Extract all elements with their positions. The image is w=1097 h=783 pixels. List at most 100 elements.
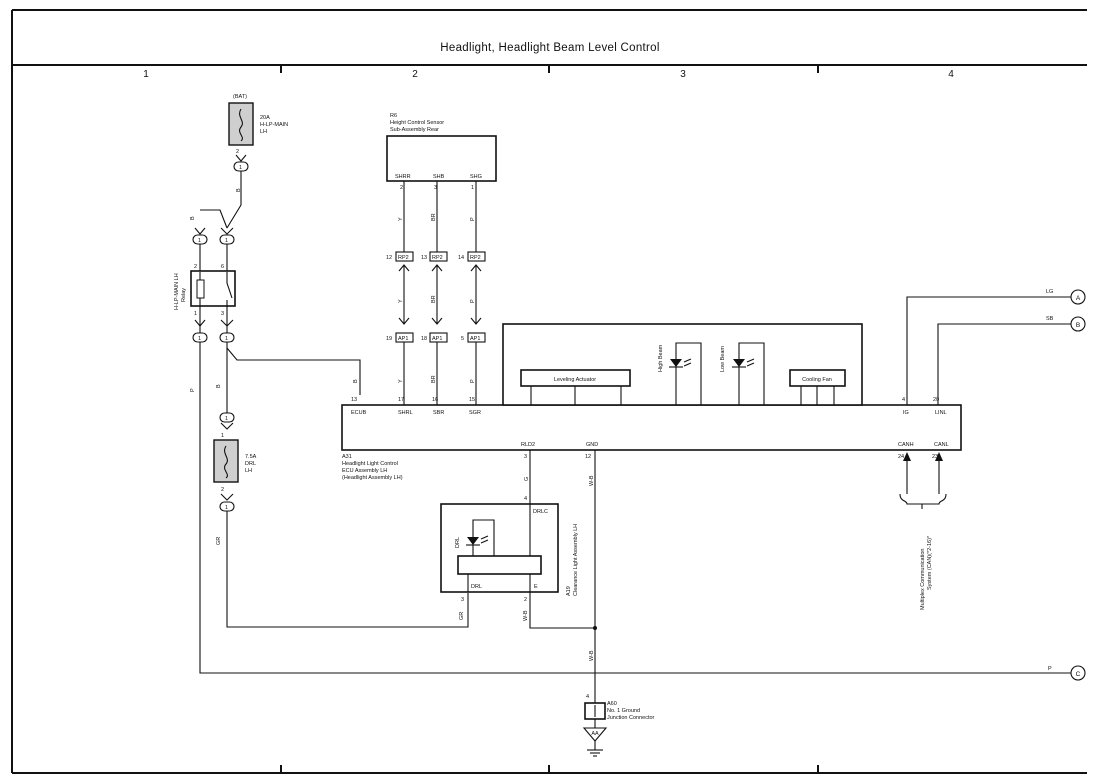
ground-junction-connector: 4 A60 No. 1 Ground Junction Connector AA (582, 694, 655, 757)
svg-text:12: 12 (386, 255, 392, 261)
svg-text:E: E (534, 584, 538, 590)
svg-text:1: 1 (225, 416, 228, 422)
svg-text:B: B (1076, 322, 1080, 329)
svg-text:A31: A31 (342, 454, 352, 460)
svg-text:20: 20 (933, 397, 939, 403)
svg-text:H-LP-MAIN LH: H-LP-MAIN LH (174, 273, 180, 310)
svg-text:2: 2 (400, 185, 403, 191)
svg-text:BR: BR (431, 375, 437, 383)
svg-text:12: 12 (585, 454, 591, 460)
svg-text:13: 13 (351, 397, 357, 403)
offpage-connector-a: A (1070, 289, 1086, 305)
svg-text:17: 17 (398, 397, 404, 403)
low-beam-led: Low Beam (720, 342, 765, 405)
svg-text:24: 24 (898, 454, 904, 460)
clearance-light-assembly: 4 DRLC DRL DRL E 3 2 A19 Clearance Light… (440, 496, 579, 603)
svg-text:4: 4 (586, 694, 589, 700)
svg-text:DRL: DRL (245, 461, 256, 467)
svg-text:P: P (470, 299, 476, 303)
svg-text:2: 2 (524, 597, 527, 603)
svg-text:DRLC: DRLC (533, 509, 548, 515)
column-number-4: 4 (948, 69, 954, 80)
svg-text:P: P (1048, 666, 1052, 672)
column-number-3: 3 (680, 69, 686, 80)
svg-text:LINL: LINL (935, 410, 947, 416)
svg-text:14: 14 (458, 255, 464, 261)
svg-text:1: 1 (471, 185, 474, 191)
svg-text:CANH: CANH (898, 442, 914, 448)
frame (11, 9, 1087, 774)
svg-text:1: 1 (225, 505, 228, 511)
svg-text:B: B (216, 384, 222, 388)
svg-text:Leveling Actuator: Leveling Actuator (554, 377, 596, 383)
svg-text:Sub-Assembly Rear: Sub-Assembly Rear (390, 127, 439, 133)
svg-text:SHG: SHG (470, 174, 482, 180)
svg-text:23: 23 (932, 454, 938, 460)
svg-text:4: 4 (902, 397, 905, 403)
svg-text:IG: IG (903, 410, 909, 416)
svg-text:Headlight Light Control: Headlight Light Control (342, 461, 398, 467)
diagram-title: Headlight, Headlight Beam Level Control (440, 42, 659, 54)
svg-text:2: 2 (221, 487, 224, 493)
svg-text:1: 1 (225, 336, 228, 342)
cooling-fan: Cooling Fan (789, 369, 846, 405)
svg-text:1: 1 (239, 165, 242, 171)
svg-text:Junction Connector: Junction Connector (607, 715, 655, 721)
svg-text:Multiplex Communication: Multiplex Communication (920, 549, 926, 610)
svg-text:18: 18 (421, 336, 427, 342)
svg-text:DRL: DRL (471, 584, 482, 590)
connector-ap1-group: 19 AP1 18 AP1 5 AP1 (386, 332, 486, 343)
height-control-sensor: R6 Height Control Sensor Sub-Assembly Re… (386, 113, 497, 191)
svg-text:P: P (190, 388, 196, 392)
high-beam-led: High Beam (658, 342, 702, 405)
svg-text:Cooling Fan: Cooling Fan (802, 377, 832, 383)
svg-text:Y: Y (398, 379, 404, 383)
svg-text:A: A (1076, 295, 1081, 302)
svg-text:1: 1 (198, 238, 201, 244)
offpage-connector-c: C (1070, 665, 1086, 681)
svg-text:GND: GND (586, 442, 598, 448)
svg-text:System (CAN)(*2-16)*: System (CAN)(*2-16)* (927, 535, 933, 590)
svg-text:RP2: RP2 (432, 255, 443, 261)
svg-text:GR: GR (459, 612, 465, 620)
svg-text:SHB: SHB (433, 174, 445, 180)
svg-text:20A: 20A (260, 115, 270, 121)
svg-text:4: 4 (524, 496, 527, 502)
svg-text:LH: LH (260, 129, 267, 135)
fuse-20a-h-lp-main: (BAT) 20A H-LP-MAIN LH 2 1 (228, 94, 288, 172)
svg-text:15: 15 (469, 397, 475, 403)
svg-text:Height Control Sensor: Height Control Sensor (390, 120, 444, 126)
svg-text:W-B: W-B (589, 475, 595, 486)
svg-text:2: 2 (236, 149, 239, 155)
svg-text:CANL: CANL (934, 442, 949, 448)
svg-text:2: 2 (194, 264, 197, 270)
svg-text:RP2: RP2 (398, 255, 409, 261)
svg-text:1: 1 (221, 433, 224, 439)
svg-text:C: C (1076, 671, 1081, 678)
svg-text:16: 16 (432, 397, 438, 403)
svg-text:3: 3 (461, 597, 464, 603)
svg-text:ECUB: ECUB (351, 410, 367, 416)
svg-text:BR: BR (431, 295, 437, 303)
svg-text:ECU Assembly LH: ECU Assembly LH (342, 468, 387, 474)
svg-text:Relay: Relay (181, 288, 187, 302)
svg-text:B: B (236, 188, 242, 192)
svg-text:19: 19 (386, 336, 392, 342)
svg-text:AP1: AP1 (398, 336, 408, 342)
svg-text:Clearance Light Assembly LH: Clearance Light Assembly LH (573, 524, 579, 596)
multiplex-can-bus: Multiplex Communication System (CAN)(*2-… (899, 452, 947, 610)
svg-text:A19: A19 (566, 586, 572, 596)
ecu-headlight-light-control: 13 17 16 15 4 20 ECUB SHRL SBR SGR IG LI… (341, 323, 962, 481)
svg-text:LG: LG (1046, 289, 1053, 295)
svg-text:AP1: AP1 (432, 336, 442, 342)
svg-text:RLD2: RLD2 (521, 442, 535, 448)
svg-text:3: 3 (434, 185, 437, 191)
svg-text:SB: SB (1046, 316, 1054, 322)
svg-text:3: 3 (524, 454, 527, 460)
svg-text:Low Beam: Low Beam (720, 346, 726, 372)
svg-text:5: 5 (461, 336, 464, 342)
svg-text:1: 1 (198, 336, 201, 342)
svg-text:13: 13 (421, 255, 427, 261)
leveling-actuator: Leveling Actuator (520, 369, 631, 405)
